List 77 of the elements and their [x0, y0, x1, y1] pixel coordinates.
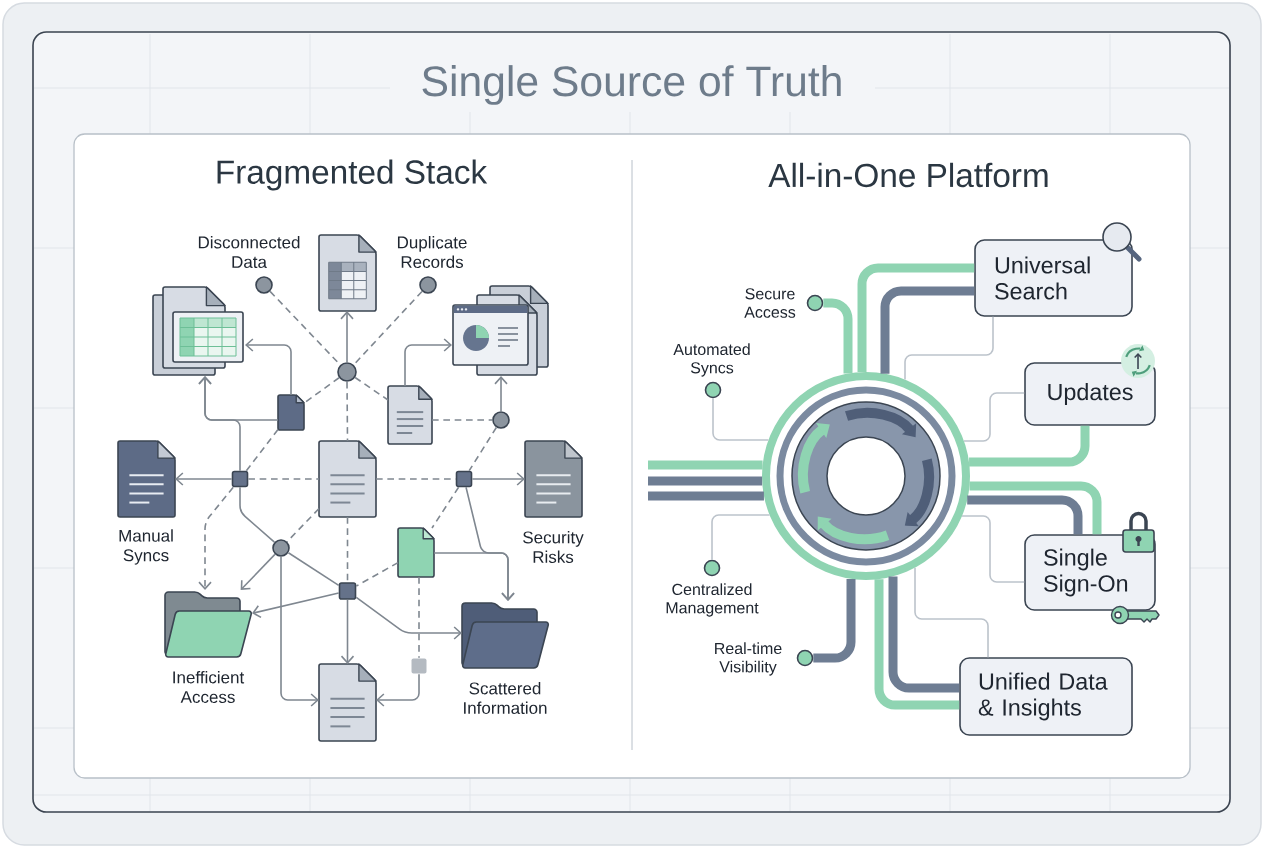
connector-line [711, 514, 771, 561]
arrow [340, 311, 354, 363]
pipe [888, 576, 960, 693]
dashed-line [303, 376, 340, 404]
arrow [404, 338, 452, 387]
arrow [198, 376, 279, 421]
feature-box: Single Sign-On [1024, 534, 1156, 611]
dashed-arrow [198, 486, 235, 590]
dashed-line [245, 428, 279, 472]
arrow [376, 673, 420, 707]
connector-line [712, 397, 770, 441]
pipe [969, 425, 1090, 467]
document-icon [277, 394, 305, 431]
connector-line [239, 486, 276, 543]
pipe [648, 491, 764, 501]
connector-line [904, 316, 994, 381]
feature-box: Updates [1024, 362, 1156, 426]
dashed-line [418, 576, 420, 659]
document-icon [397, 527, 435, 578]
heading: All-in-One Platform [768, 162, 1048, 188]
arrow [175, 472, 233, 486]
connector-line [287, 551, 340, 587]
dashed-line [286, 507, 320, 543]
chart-windows-icon [452, 285, 549, 376]
feature-box: Universal Search [974, 239, 1133, 317]
node-label: Disconnected Data [198, 236, 300, 268]
arrow [494, 376, 508, 412]
dashed-line [468, 426, 498, 472]
dashed-line [247, 478, 320, 480]
spreadsheet-stack-icon [152, 286, 244, 376]
document-icon [387, 385, 433, 445]
document-icon [318, 663, 377, 742]
pipe [874, 579, 960, 710]
arrow [340, 599, 355, 664]
dashed-line [355, 561, 399, 587]
node-label: Scattered Information [464, 682, 547, 714]
node-label: Duplicate Records [397, 236, 467, 268]
connector-line [961, 515, 1025, 583]
heading: Fragmented Stack [217, 159, 488, 191]
arrow [471, 472, 525, 486]
connector-line [914, 566, 989, 658]
title: Single Source of Truth [422, 65, 841, 105]
arrow [355, 596, 462, 640]
node-label: Real-time Visibility [715, 642, 782, 676]
dashed-line [346, 381, 349, 442]
connector-line [963, 392, 1025, 442]
arrow [280, 556, 319, 707]
arrow [252, 592, 340, 619]
dot [337, 362, 357, 382]
arrow [433, 552, 515, 601]
dashed-line [354, 376, 389, 401]
document-icon [318, 440, 377, 518]
dot [492, 411, 510, 429]
node-label: Automated Syncs [673, 343, 750, 377]
document-icon [318, 234, 377, 312]
pipe [880, 286, 975, 374]
node-label: Manual Syncs [119, 529, 173, 565]
dashed-line [431, 486, 460, 529]
node-label: Secure Access [744, 288, 796, 318]
arrow [245, 338, 292, 396]
pipe [969, 481, 1102, 535]
dashed-line [346, 516, 349, 583]
pipe [648, 476, 763, 486]
dot [272, 539, 290, 557]
arrow [240, 553, 276, 590]
pipe [648, 460, 763, 470]
feature-box: Unified Data & Insights [959, 657, 1133, 736]
pipe [857, 263, 975, 373]
node-label: Inefficient Access [173, 671, 245, 703]
dashed-line [375, 478, 457, 480]
pipe [967, 495, 1083, 535]
sync-ring [762, 372, 970, 580]
dashed-line [431, 419, 493, 421]
pipe [813, 578, 856, 663]
small-square [338, 582, 357, 600]
node-label: Centralized Management [666, 583, 759, 617]
node-label: Security Risks [523, 531, 584, 563]
